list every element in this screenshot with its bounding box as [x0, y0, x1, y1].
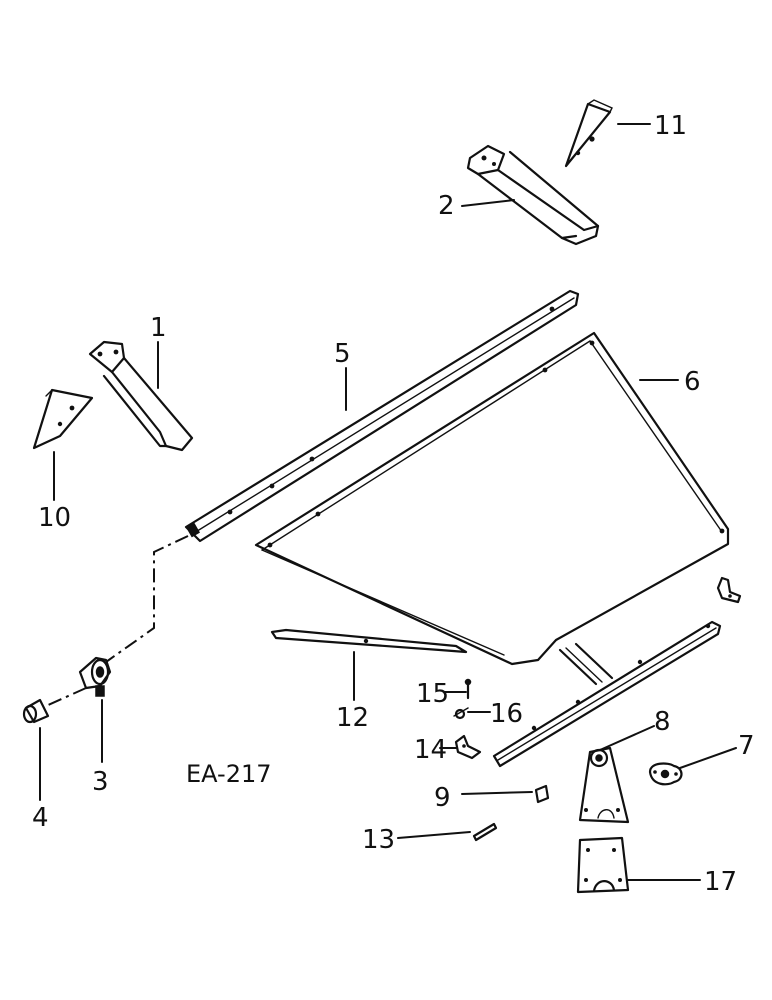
callout-2: 2: [438, 191, 455, 221]
callout-16: 16: [490, 699, 523, 729]
part-6-cover-panel: [254, 331, 730, 666]
callout-10: 10: [38, 503, 71, 533]
assembly-centerline-2: [45, 687, 87, 707]
part-8-pivot-plate: [578, 746, 630, 824]
part-16-clip: [453, 707, 469, 720]
assembly-centerline: [105, 535, 189, 663]
part-12-brace-bar: [270, 628, 468, 654]
leader-13: [397, 831, 471, 839]
callout-13: 13: [362, 825, 395, 855]
part-9-bushing: [534, 784, 550, 804]
part-4-sleeve: [22, 698, 50, 724]
callout-11: 11: [654, 111, 687, 141]
part-2-mounting-bracket: [466, 144, 600, 246]
callout-5: 5: [334, 339, 351, 369]
callout-12: 12: [336, 703, 369, 733]
callout-8: 8: [654, 707, 671, 737]
callout-17: 17: [704, 867, 737, 897]
part-17-shim-plate: [576, 836, 630, 894]
part-3-bushing-block: [78, 656, 112, 697]
callout-7: 7: [738, 731, 755, 761]
callout-1: 1: [150, 313, 167, 343]
part-5-side-rail: [184, 289, 580, 543]
part-lower-frame-bar: [492, 620, 722, 768]
callout-3: 3: [92, 767, 109, 797]
small-corner-bracket: [716, 576, 742, 604]
leader-7: [679, 747, 737, 769]
leader-lines: [39, 123, 737, 881]
callout-9: 9: [434, 783, 451, 813]
part-11-gusset-plate: [564, 99, 613, 168]
part-1-support-bracket: [88, 340, 194, 452]
leader-8: [599, 725, 655, 751]
drawing-code: EA-217: [186, 760, 272, 788]
callout-15: 15: [416, 679, 449, 709]
callout-14: 14: [414, 735, 447, 765]
part-10-gusset-plate: [32, 388, 94, 450]
part-15-pin: [464, 678, 472, 700]
callout-6: 6: [684, 367, 701, 397]
part-13-roll-pin: [472, 822, 498, 842]
leader-9: [461, 791, 533, 795]
part-14-angle-bracket: [454, 734, 482, 760]
callout-4: 4: [32, 803, 49, 833]
part-7-flange-bearing: [648, 762, 683, 786]
leader-2: [461, 199, 515, 207]
